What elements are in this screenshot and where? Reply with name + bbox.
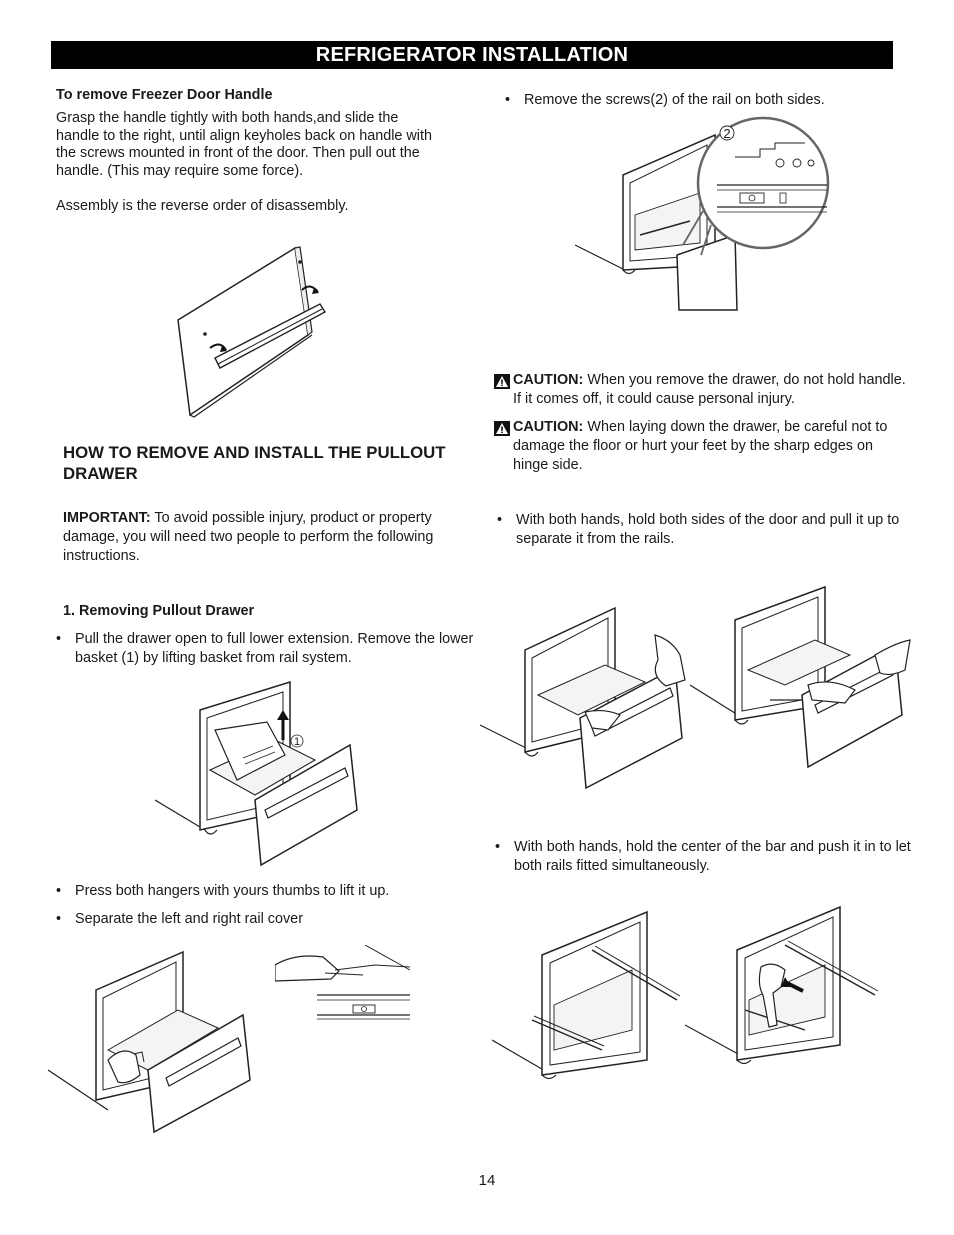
figure-rail-cover-drawer: [48, 950, 258, 1135]
important-text: To avoid possible injury, product or pro…: [63, 510, 434, 564]
bullet-dot: •: [56, 631, 62, 647]
page-number: 14: [478, 1172, 496, 1189]
bullet-remove-basket: • Pull the drawer open to full lower ext…: [56, 630, 495, 668]
figure-separate-door-right: [690, 585, 915, 775]
figure-push-bar-left: [492, 910, 692, 1085]
figure-separate-door-left: [480, 600, 690, 790]
bullet-separate-door: • With both hands, hold both sides of th…: [497, 511, 916, 549]
freezer-handle-heading: To remove Freezer Door Handle: [56, 87, 273, 103]
figure-rail-screws: 2: [575, 115, 840, 315]
caution-label: CAUTION:: [513, 372, 584, 388]
bullet-remove-basket-text: Pull the drawer open to full lower exten…: [75, 631, 474, 666]
figure-basket-removal: 1: [155, 680, 365, 870]
figure-rail-cover-detail: [275, 945, 415, 1025]
caution-remove-drawer-text: When you remove the drawer, do not hold …: [513, 372, 906, 407]
freezer-handle-body: Grasp the handle tightly with both hands…: [56, 110, 433, 179]
assembly-note: Assembly is the reverse order of disasse…: [56, 198, 349, 214]
step1-heading: 1. Removing Pullout Drawer: [63, 603, 255, 619]
bullet-push-bar-text: With both hands, hold the center of the …: [514, 839, 911, 874]
bullet-dot: •: [497, 512, 503, 528]
important-note: IMPORTANT: To avoid possible injury, pro…: [63, 509, 473, 566]
caution-label: CAUTION:: [513, 419, 584, 435]
bullet-dot: •: [56, 883, 62, 899]
caution-laying-drawer-text: When laying down the drawer, be careful …: [513, 419, 888, 473]
bullet-dot: •: [56, 911, 62, 927]
callout-basket-number: 1: [294, 736, 300, 748]
bullet-remove-screws: • Remove the screws(2) of the rail on bo…: [505, 91, 904, 110]
figure-push-bar-right: [685, 905, 880, 1065]
warning-icon: [494, 421, 510, 436]
caution-laying-drawer: CAUTION: When laying down the drawer, be…: [494, 418, 908, 475]
caution-remove-drawer: CAUTION: When you remove the drawer, do …: [494, 371, 908, 409]
bullet-dot: •: [495, 839, 501, 855]
figure-freezer-door-handle: [170, 240, 340, 420]
warning-icon: [494, 374, 510, 389]
pullout-drawer-heading: HOW TO REMOVE AND INSTALL THE PULLOUT DR…: [63, 443, 446, 483]
page-title: REFRIGERATOR INSTALLATION: [51, 41, 893, 69]
bullet-press-hangers-text: Press both hangers with yours thumbs to …: [75, 883, 390, 899]
bullet-rail-cover-text: Separate the left and right rail cover: [75, 911, 303, 927]
bullet-push-bar: • With both hands, hold the center of th…: [495, 838, 914, 876]
callout-screw-number: 2: [723, 126, 730, 141]
bullet-rail-cover: • Separate the left and right rail cover: [56, 910, 495, 929]
bullet-dot: •: [505, 92, 511, 108]
bullet-separate-door-text: With both hands, hold both sides of the …: [516, 512, 900, 547]
bullet-remove-screws-text: Remove the screws(2) of the rail on both…: [524, 92, 825, 108]
important-label: IMPORTANT:: [63, 510, 151, 526]
bullet-press-hangers: • Press both hangers with yours thumbs t…: [56, 882, 495, 901]
